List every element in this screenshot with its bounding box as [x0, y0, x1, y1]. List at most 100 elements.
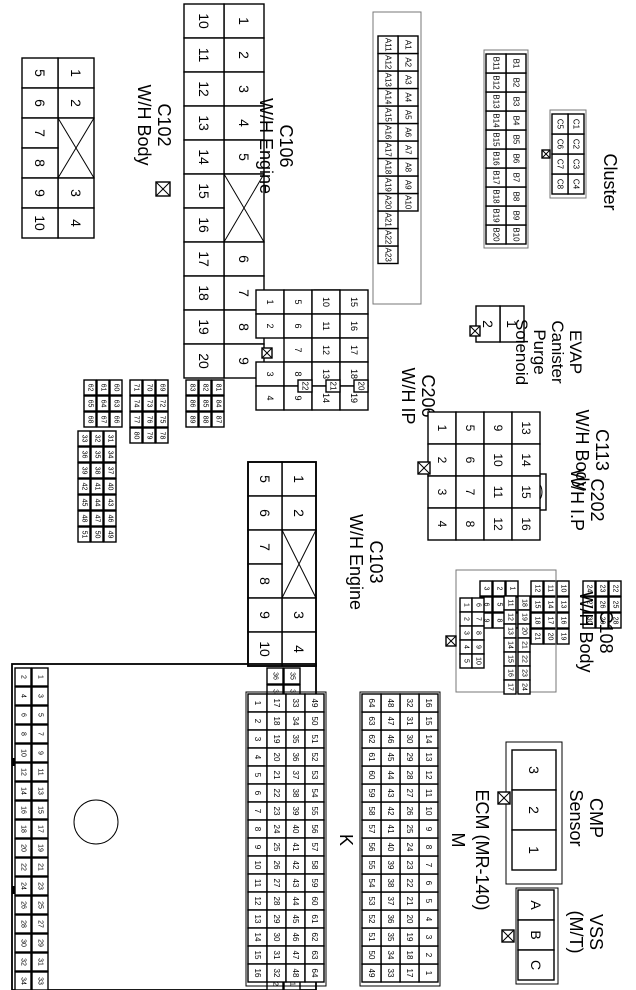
- pin-number: 7: [463, 489, 477, 496]
- pin-cell: [14, 933, 32, 953]
- pin-number: 31: [272, 951, 281, 960]
- pin-number: 12: [424, 771, 433, 780]
- pin-number: 16: [20, 806, 27, 814]
- pin-number: 24: [20, 882, 27, 890]
- pin-cell: [129, 427, 143, 444]
- pin-cell: [31, 762, 49, 782]
- pin-number: 11: [196, 48, 212, 63]
- pin-number: A16: [384, 125, 393, 140]
- pin-number: 13: [424, 753, 433, 762]
- pin-number: 44: [386, 771, 395, 780]
- pin-number: 16: [196, 217, 212, 233]
- pin-number: B19: [492, 208, 501, 223]
- pin-number: 39: [386, 861, 395, 870]
- pin-number: 7: [37, 732, 44, 736]
- pin-cell: [31, 800, 49, 820]
- pin-cell: [31, 705, 49, 725]
- pin-number: 23: [37, 882, 44, 890]
- pin-cell: [595, 596, 609, 613]
- pin-number: 9: [253, 845, 262, 850]
- pin-number: 86: [189, 400, 196, 408]
- pin-number: 10: [32, 215, 48, 231]
- pin-number: 64: [100, 400, 107, 408]
- pin-number: 27: [586, 601, 593, 609]
- pin-cell: [14, 743, 32, 763]
- pin-number: 82: [202, 384, 209, 392]
- pin-number: 1: [236, 17, 252, 25]
- pin-number: B: [528, 930, 544, 939]
- pin-number: 18: [534, 617, 541, 625]
- pin-number: A4: [404, 92, 413, 102]
- pin-number: B8: [512, 192, 521, 202]
- pin-number: 3: [68, 189, 84, 197]
- pin-number: 15: [424, 717, 433, 726]
- pin-number: 6: [463, 457, 477, 464]
- pin-cell: [109, 379, 123, 396]
- ecm-title: ECM (MR-140): [472, 789, 492, 910]
- pin-number: 18: [20, 825, 27, 833]
- connector-c106-label-line: C106: [276, 124, 296, 167]
- pin-number: 10: [253, 861, 262, 870]
- pin-number: 34: [107, 451, 114, 459]
- pin-cell: [142, 427, 156, 444]
- pin-cell: [556, 580, 570, 597]
- pin-number: 21: [329, 382, 338, 391]
- pin-number: 22: [301, 382, 310, 391]
- pin-number: 20: [272, 753, 281, 762]
- pin-number: 12: [253, 897, 262, 906]
- pin-number: 47: [94, 515, 101, 523]
- lock-tab-line: [417, 461, 431, 475]
- pin-number: 36: [386, 915, 395, 924]
- lock-tab-line: [541, 149, 551, 159]
- ecm-k-housing: [245, 691, 327, 987]
- pin-number: 49: [107, 531, 114, 539]
- pin-number: 34: [386, 951, 395, 960]
- pin-number: 6: [32, 99, 48, 107]
- pin-cell: [608, 580, 622, 597]
- pin-number: 62: [367, 735, 376, 744]
- pin-number: 46: [107, 515, 114, 523]
- connector-evap-label-line: Solenoid: [512, 319, 531, 385]
- pin-number: 7: [253, 809, 262, 814]
- pin-number: 13: [321, 369, 331, 379]
- pin-number: 75: [159, 416, 166, 424]
- pin-number: 8: [236, 323, 252, 331]
- pin-cell: [511, 507, 541, 541]
- pin-cell: [14, 781, 32, 801]
- pin-number: B16: [492, 151, 501, 166]
- pin-number: 12: [196, 81, 212, 97]
- pin-number: 12: [321, 345, 331, 355]
- ecm-title-line: ECM (MR-140): [472, 789, 492, 910]
- connector-cluster-label-line: Cluster: [600, 153, 620, 210]
- pin-number: 34: [20, 977, 27, 985]
- pin-cell: [14, 819, 32, 839]
- pin-number: 65: [87, 400, 94, 408]
- connector-c103-label-line: W/H Engine: [346, 514, 366, 610]
- pin-number: 6: [236, 255, 252, 263]
- pin-number: 20: [405, 915, 414, 924]
- pin-number: 51: [310, 735, 319, 744]
- pin-number: C5: [556, 119, 565, 130]
- pin-number: 59: [310, 879, 319, 888]
- pin-number: 1: [509, 587, 516, 591]
- pin-number: 11: [547, 585, 554, 592]
- connector-cmp: 321: [497, 741, 563, 885]
- pin-number: 38: [291, 789, 300, 798]
- pin-number: 31: [405, 717, 414, 726]
- pin-number: 19: [349, 393, 359, 403]
- pin-number: B17: [492, 170, 501, 185]
- pin-number: 28: [612, 617, 619, 625]
- pin-number: 8: [293, 371, 303, 376]
- pin-number: 57: [310, 843, 319, 852]
- pin-number: 5: [37, 713, 44, 717]
- c201-post: [73, 799, 119, 845]
- pin-number: 10: [321, 297, 331, 307]
- pin-number: B5: [512, 135, 521, 145]
- pin-number: 37: [386, 897, 395, 906]
- pin-number: 15: [507, 655, 514, 663]
- pin-number: 16: [424, 699, 433, 708]
